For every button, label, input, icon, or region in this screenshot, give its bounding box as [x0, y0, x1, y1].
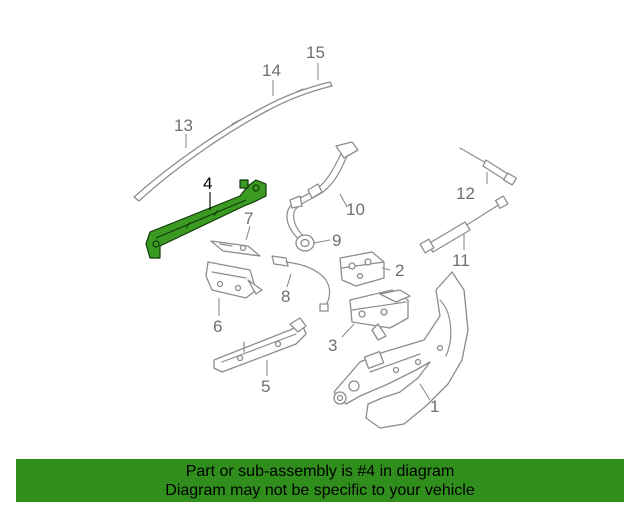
part-8-cable	[271, 255, 331, 312]
callout-9: 9	[332, 231, 341, 250]
callout-6: 6	[213, 317, 222, 336]
callout-12: 12	[456, 184, 475, 203]
callout-5: 5	[261, 377, 270, 396]
banner-line-2: Diagram may not be specific to your vehi…	[165, 481, 475, 499]
callout-7: 7	[244, 209, 253, 228]
callout-13: 13	[174, 116, 193, 135]
banner-line-1: Part or sub-assembly is #4 in diagram	[185, 462, 455, 480]
leader-lines	[185, 63, 488, 401]
part-13-roof-molding	[133, 81, 333, 202]
part-4-linkage-arm	[145, 179, 267, 259]
info-banner: Part or sub-assembly is #4 in diagram Di…	[16, 459, 624, 502]
part-11-gas-strut	[419, 195, 509, 254]
callout-8: 8	[281, 287, 290, 306]
part-1-hinge-arm	[333, 271, 469, 429]
callout-3: 3	[328, 336, 337, 355]
part-7-plate	[210, 240, 261, 257]
part-9-fitting	[295, 234, 315, 252]
part-12-gas-strut	[459, 147, 517, 186]
part-3-latch-mechanism	[349, 289, 411, 341]
callout-11: 11	[452, 251, 470, 270]
callout-labels: 13 14 15 4 7 12 11 10 9 2 8 6 3 5 1	[174, 43, 475, 416]
part-6-latch-bracket	[205, 261, 263, 299]
parts-diagram: 13 14 15 4 7 12 11 10 9 2 8 6 3 5 1	[133, 43, 517, 429]
callout-10: 10	[346, 200, 365, 219]
callout-1: 1	[430, 397, 439, 416]
callout-15: 15	[306, 43, 325, 62]
callout-14: 14	[262, 61, 281, 80]
part-10-hose	[286, 141, 359, 243]
callout-4: 4	[203, 174, 212, 193]
part-2-latch	[339, 251, 385, 287]
part-5-bracket	[213, 317, 307, 373]
callout-2: 2	[395, 261, 404, 280]
